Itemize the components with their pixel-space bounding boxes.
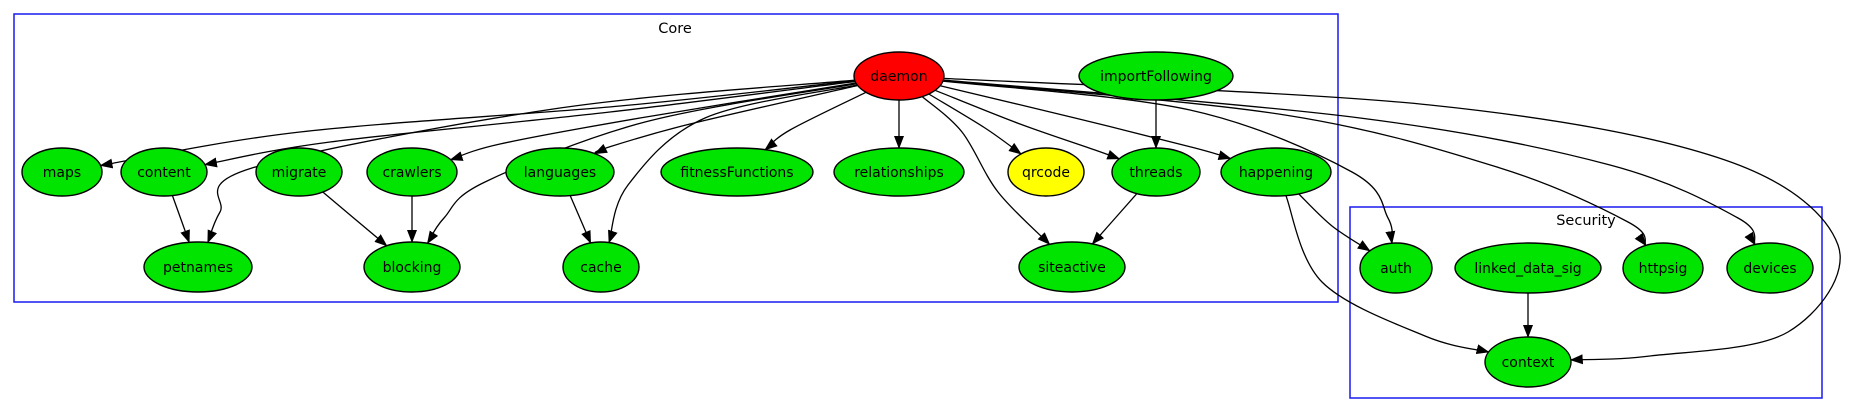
cluster-core-label: Core	[658, 21, 692, 37]
node-relationships: relationships	[833, 147, 965, 197]
node-crawlers: crawlers	[366, 147, 458, 197]
node-migrate-label: migrate	[272, 165, 327, 181]
edge-daemon-maps	[99, 80, 855, 169]
node-threads: threads	[1111, 147, 1201, 197]
edge-daemon-httpsig	[943, 79, 1647, 247]
node-auth: auth	[1359, 242, 1433, 294]
edge-daemon-happening	[939, 85, 1232, 160]
edge-daemon-crawlers	[449, 82, 857, 161]
node-context-shape	[1484, 336, 1572, 388]
node-threads-label: threads	[1129, 165, 1182, 181]
node-siteactive: siteactive	[1018, 241, 1126, 293]
node-cache-label: cache	[580, 260, 621, 276]
node-blocking: blocking	[363, 241, 461, 293]
node-daemon: daemon	[853, 51, 945, 101]
node-importFollowing-shape	[1078, 51, 1234, 101]
node-fitnessFunctions-shape	[660, 147, 814, 197]
node-relationships-label: relationships	[854, 165, 944, 181]
edge-daemon-content	[203, 80, 856, 168]
edge-daemon-auth	[942, 80, 1396, 245]
edge-daemon-context	[943, 77, 1841, 365]
node-context-label: context	[1502, 355, 1555, 371]
node-importFollowing: importFollowing	[1078, 51, 1234, 101]
node-fitnessFunctions: fitnessFunctions	[660, 147, 814, 197]
node-qrcode-shape	[1007, 147, 1085, 197]
node-qrcode: qrcode	[1007, 147, 1085, 197]
node-httpsig: httpsig	[1622, 242, 1704, 294]
node-devices-label: devices	[1743, 261, 1796, 277]
node-siteactive-shape	[1018, 241, 1126, 293]
node-cache: cache	[562, 241, 640, 293]
edge-languages-cache	[569, 195, 592, 244]
edge-happening-context	[1285, 195, 1490, 355]
edge-daemon-petnames	[207, 79, 855, 244]
node-happening-label: happening	[1239, 165, 1313, 181]
edge-daemon-siteactive	[921, 96, 1051, 246]
node-cache-shape	[562, 241, 640, 293]
node-httpsig-label: httpsig	[1639, 261, 1688, 277]
node-maps-label: maps	[43, 165, 81, 181]
node-languages-shape	[505, 147, 615, 197]
node-auth-shape	[1359, 242, 1433, 294]
edge-threads-siteactive	[1091, 193, 1138, 245]
node-httpsig-shape	[1622, 242, 1704, 294]
node-blocking-shape	[363, 241, 461, 293]
node-context: context	[1484, 336, 1572, 388]
node-daemon-label: daemon	[870, 69, 927, 85]
node-happening-shape	[1220, 147, 1332, 197]
edge-daemon-threads	[934, 89, 1121, 160]
node-daemon-shape	[853, 51, 945, 101]
node-auth-label: auth	[1380, 261, 1412, 277]
edge-daemon-qrcode	[928, 93, 1022, 155]
node-happening: happening	[1220, 147, 1332, 197]
node-content-shape	[120, 147, 208, 197]
node-migrate: migrate	[255, 147, 343, 197]
node-linked_data_sig: linked_data_sig	[1454, 242, 1602, 294]
edge-daemon-languages	[594, 84, 858, 155]
node-petnames: petnames	[143, 241, 253, 293]
node-linked_data_sig-shape	[1454, 242, 1602, 294]
edge-daemon-cache	[608, 84, 858, 244]
node-petnames-shape	[143, 241, 253, 293]
node-linked_data_sig-label: linked_data_sig	[1474, 261, 1581, 277]
node-relationships-shape	[833, 147, 965, 197]
edge-daemon-fitnessFunctions	[764, 91, 867, 151]
node-content-label: content	[137, 165, 191, 181]
cluster-security-label: Security	[1556, 213, 1616, 229]
node-content: content	[120, 147, 208, 197]
node-maps-shape	[21, 147, 103, 197]
cluster-security-box	[1349, 206, 1823, 399]
node-petnames-label: petnames	[163, 260, 233, 276]
cluster-core-box	[13, 13, 1339, 303]
node-maps: maps	[21, 147, 103, 197]
node-fitnessFunctions-label: fitnessFunctions	[680, 165, 793, 181]
node-migrate-shape	[255, 147, 343, 197]
node-qrcode-label: qrcode	[1022, 165, 1070, 181]
edge-migrate-blocking	[322, 191, 388, 247]
node-blocking-label: blocking	[383, 260, 442, 276]
node-importFollowing-label: importFollowing	[1100, 69, 1212, 85]
node-devices: devices	[1726, 242, 1814, 294]
node-languages: languages	[505, 147, 615, 197]
node-languages-label: languages	[524, 165, 596, 181]
node-threads-shape	[1111, 147, 1201, 197]
node-crawlers-label: crawlers	[382, 165, 441, 181]
edge-content-petnames	[171, 195, 190, 244]
edge-happening-auth	[1298, 193, 1371, 252]
node-devices-shape	[1726, 242, 1814, 294]
node-crawlers-shape	[366, 147, 458, 197]
node-siteactive-label: siteactive	[1038, 260, 1106, 276]
